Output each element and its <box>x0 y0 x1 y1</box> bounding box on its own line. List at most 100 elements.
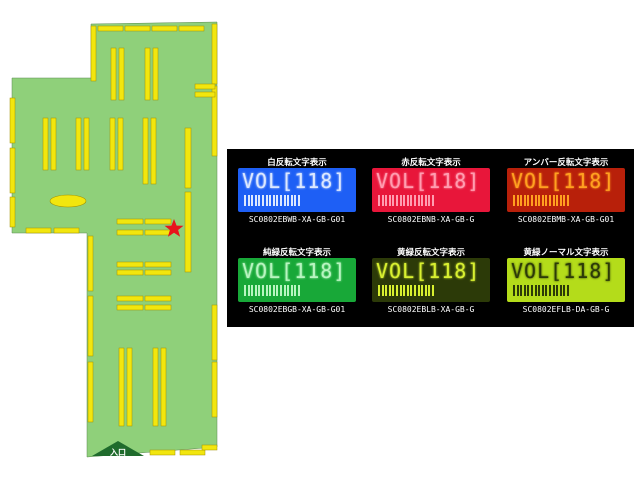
wall-segment <box>179 449 206 456</box>
lcd-bar-segment <box>258 195 261 206</box>
shelf <box>144 295 172 302</box>
lcd-bar-segment <box>290 285 293 296</box>
lcd-bar-segment <box>287 285 290 296</box>
wall-segment <box>9 147 16 194</box>
lcd-bar-segment <box>432 195 434 206</box>
lcd-bar-segment <box>298 285 300 296</box>
lcd-bar-segment <box>294 285 297 296</box>
lcd-bar-segment <box>276 195 279 206</box>
shelf <box>184 191 192 273</box>
lcd-screen: VOL[118] <box>372 168 490 212</box>
lcd-bar-segment <box>247 195 250 206</box>
module-title: 黄緑反転文字表示 <box>396 248 465 258</box>
lcd-bar-segment <box>417 285 420 296</box>
lcd-bar-segment <box>556 285 559 296</box>
lcd-bar-segment <box>392 285 395 296</box>
lcd-bar-segment <box>403 285 406 296</box>
lcd-bar-segment <box>396 285 398 296</box>
lcd-bar-segment <box>531 285 533 296</box>
lcd-bar-segment <box>410 195 413 206</box>
lcd-comparison-panel: 白反転文字表示 VOL[118] SC0802EBWB-XA-GB-G01 赤反… <box>227 149 634 327</box>
lcd-bar-segment <box>244 285 246 296</box>
module-title: 純緑反転文字表示 <box>262 248 331 258</box>
lcd-bar-segment <box>378 285 380 296</box>
display-counter <box>49 194 87 208</box>
lcd-bar-segment <box>541 195 544 206</box>
wall-segment <box>53 227 80 234</box>
lcd-bar-segment <box>527 195 530 206</box>
shelf <box>116 261 144 268</box>
lcd-bar-segment <box>272 195 275 206</box>
lcd-bar-segment <box>534 285 537 296</box>
module-model-number: SC0802EBWB-XA-GB-G01 <box>248 215 346 224</box>
lcd-bar-segment <box>538 285 541 296</box>
shelf <box>184 127 192 189</box>
module-model-number: SC0802EBNB-XA-GB-G <box>387 215 475 224</box>
lcd-screen: VOL[118] <box>372 258 490 302</box>
shelf <box>160 347 167 427</box>
lcd-bar-segment <box>563 195 566 206</box>
lcd-module: 黄緑反転文字表示 VOL[118] SC0802EBLB-XA-GB-G <box>366 243 496 323</box>
shelf <box>126 347 133 427</box>
lcd-bar-segment <box>396 195 398 206</box>
shelf <box>150 117 157 185</box>
lcd-bar-segment <box>567 195 569 206</box>
lcd-bar-segment <box>545 195 548 206</box>
lcd-display-text: VOL[118] <box>376 169 481 193</box>
lcd-screen: VOL[118] <box>507 258 625 302</box>
wall-segment <box>87 295 94 357</box>
lcd-bar-segment <box>287 195 290 206</box>
lcd-bar-segment <box>534 195 537 206</box>
star-icon <box>164 219 184 237</box>
lcd-bar-segment <box>523 285 526 296</box>
wall-segment <box>87 235 94 292</box>
lcd-bar-segment <box>424 195 427 206</box>
wall-segment <box>90 25 97 82</box>
lcd-bar-segment <box>410 285 413 296</box>
wall-segment <box>124 25 151 32</box>
lcd-bar-segment <box>406 285 409 296</box>
shelf <box>142 117 149 185</box>
store-floor-map: 入口 <box>9 21 218 458</box>
lcd-bar-graph <box>378 195 438 206</box>
lcd-bar-segment <box>417 195 420 206</box>
shelf <box>152 347 159 427</box>
module-model-number: SC0802EBGB-XA-GB-G01 <box>248 305 346 314</box>
lcd-bar-segment <box>432 285 434 296</box>
shelf <box>117 117 124 171</box>
module-model-number: SC0802EBLB-XA-GB-G <box>387 305 475 314</box>
module-title: 赤反転文字表示 <box>401 158 461 168</box>
module-title: 白反転文字表示 <box>267 158 327 168</box>
wall-segment <box>25 227 52 234</box>
lcd-bar-segment <box>254 195 257 206</box>
lcd-bar-segment <box>567 285 569 296</box>
lcd-display-text: VOL[118] <box>242 169 347 193</box>
lcd-bar-segment <box>545 285 548 296</box>
lcd-bar-segment <box>421 285 424 296</box>
lcd-bar-segment <box>428 285 431 296</box>
lcd-bar-segment <box>403 195 406 206</box>
lcd-bar-graph <box>513 195 573 206</box>
lcd-bar-segment <box>541 285 544 296</box>
shelf <box>83 117 90 171</box>
wall-segment <box>87 361 94 423</box>
lcd-bar-segment <box>516 195 519 206</box>
shelf <box>144 304 172 311</box>
wall-segment <box>97 25 124 32</box>
wall-segment <box>9 97 16 144</box>
shelf <box>75 117 82 171</box>
lcd-screen: VOL[118] <box>238 258 356 302</box>
lcd-bar-segment <box>559 195 562 206</box>
shelf <box>144 269 172 276</box>
lcd-bar-segment <box>516 285 519 296</box>
lcd-bar-segment <box>549 195 551 206</box>
module-model-number: SC0802EFLB-DA-GB-G <box>522 305 610 314</box>
wall-segment <box>211 23 218 85</box>
shelf <box>116 229 144 236</box>
lcd-bar-segment <box>388 285 391 296</box>
lcd-bar-segment <box>559 285 562 296</box>
lcd-bar-segment <box>378 195 380 206</box>
lcd-display-text: VOL[118] <box>242 259 347 283</box>
wall-segment <box>211 304 218 361</box>
lcd-module: 黄緑ノーマル文字表示 VOL[118] SC0802EFLB-DA-GB-G <box>501 243 631 323</box>
